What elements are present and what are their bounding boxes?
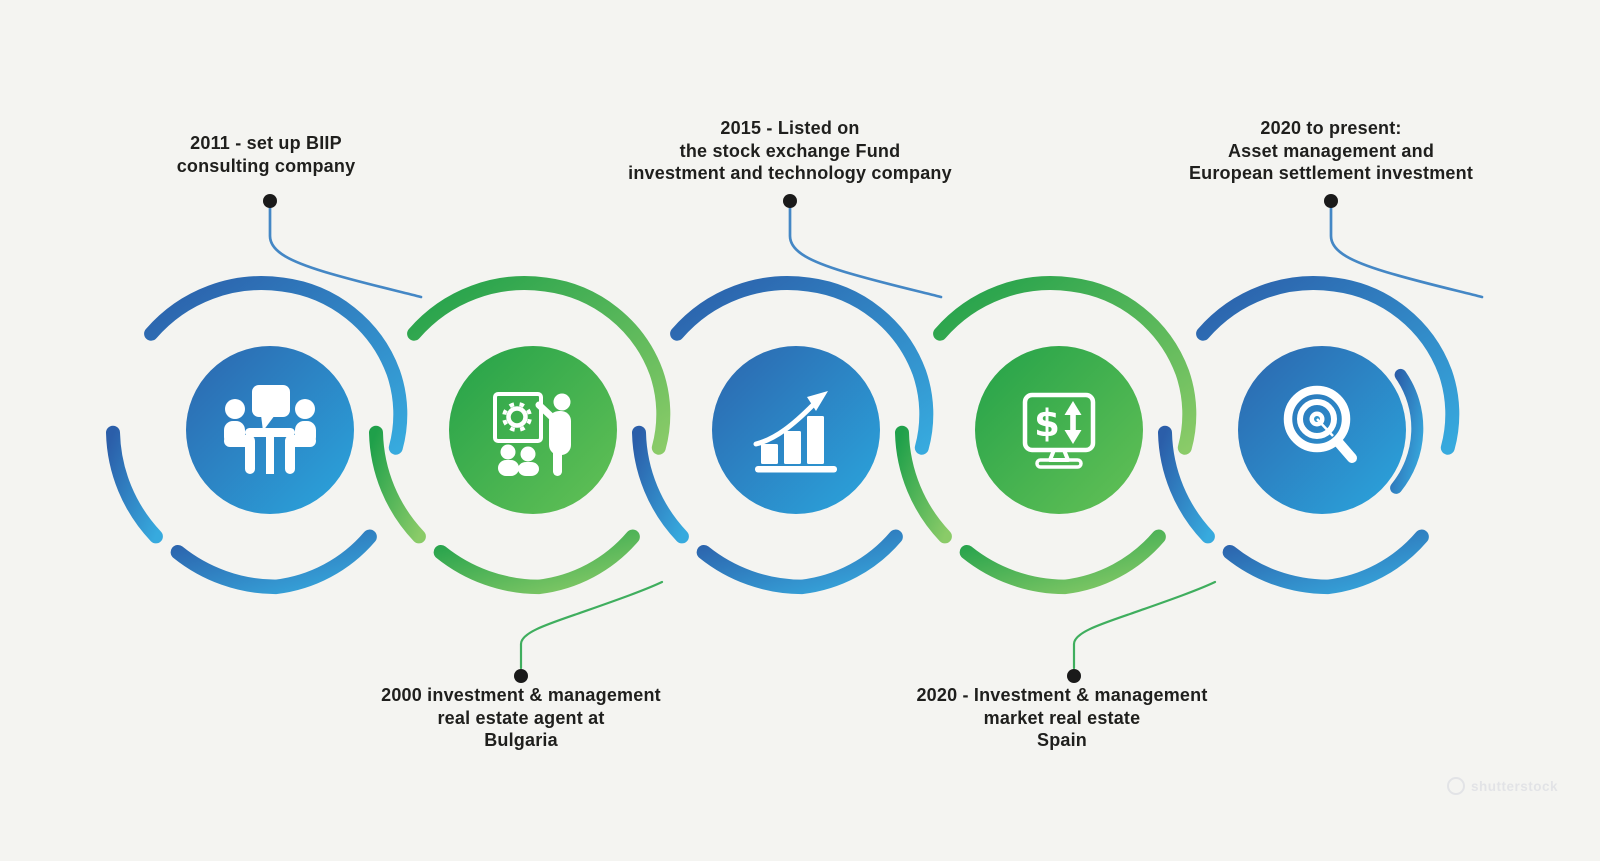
ring-arc (170, 529, 377, 595)
connector-line (268, 206, 423, 299)
connector-dot (263, 194, 277, 208)
node-label-node-2011: 2011 - set up BIIP consulting company (176, 133, 356, 176)
ring-end-bracket-arc (1390, 368, 1424, 494)
icons-layer: $ (224, 385, 1357, 476)
monitor-dollar-icon: $ (1022, 392, 1096, 469)
ring-arc (632, 425, 689, 544)
node-circle-node-2000 (449, 346, 617, 514)
trend-arrow-head (807, 391, 828, 411)
connector-dot (1067, 669, 1081, 683)
watermark-text: shutterstock (1471, 778, 1559, 794)
ring-node-2020-spain (895, 276, 1197, 595)
node-label-node-2015: 2015 - Listed on the stock exchange Fund… (628, 118, 952, 183)
ring-arc (144, 276, 408, 455)
target-mid-ring (1297, 399, 1337, 439)
speech-bubble-tail (261, 415, 275, 431)
connector-dot (514, 669, 528, 683)
ring-node-2020-present (1158, 276, 1460, 595)
speech-bubble (252, 385, 290, 417)
ring-arc (407, 276, 671, 455)
watermark-logo-icon (1447, 777, 1465, 795)
node-label-node-2000: 2000 investment & management real estate… (381, 685, 661, 750)
presentation-board (493, 392, 543, 443)
ring-arc (1196, 276, 1460, 455)
connectors-layer (263, 194, 1484, 683)
monitor-base (1035, 458, 1083, 469)
connector-dot (783, 194, 797, 208)
ring-arc (1158, 425, 1215, 544)
right-person-shin (285, 437, 295, 474)
table-leg (266, 428, 274, 474)
ring-arc (1222, 529, 1429, 595)
connector-line (519, 580, 664, 670)
trend-arrow-curve (753, 402, 816, 447)
target-magnifier-icon (1283, 385, 1357, 463)
bar-2 (784, 431, 801, 464)
target-outer-ring (1283, 385, 1351, 453)
ring-arc (369, 425, 426, 544)
node-circle-node-2020-present (1238, 346, 1406, 514)
ring-arc (433, 529, 640, 595)
audience-figures (498, 444, 539, 476)
rings-layer (106, 276, 1460, 595)
node-label-node-2020-present: 2020 to present: Asset management and Eu… (1188, 118, 1474, 183)
circles-layer (186, 346, 1406, 514)
consulting-meeting-icon (224, 385, 316, 474)
node-label-node-2020-spain: 2020 - Investment & management market re… (916, 685, 1208, 750)
chart-baseline (755, 466, 837, 473)
ring-arc (933, 276, 1197, 455)
connector-dot (1324, 194, 1338, 208)
ring-node-2015 (632, 276, 934, 595)
connector-line (1329, 206, 1484, 299)
ring-arc (959, 529, 1166, 595)
ring-arc (670, 276, 934, 455)
ring-node-2000 (369, 276, 671, 595)
updown-arrow (1064, 401, 1082, 444)
presenter-arm (535, 401, 559, 424)
node-circle-node-2015 (712, 346, 880, 514)
left-person-head (225, 399, 245, 419)
watermark: shutterstock (1447, 777, 1558, 795)
ring-node-2011 (106, 276, 408, 595)
ring-arc (696, 529, 903, 595)
magnifier-handle (1334, 438, 1357, 463)
node-circle-node-2020-spain (975, 346, 1143, 514)
ring-arc (106, 425, 163, 544)
left-person-shin (245, 437, 255, 474)
bar-1 (761, 444, 778, 464)
right-person-head (295, 399, 315, 419)
growth-chart-icon (753, 391, 837, 473)
ring-arc (895, 425, 952, 544)
magnifier-needle (1316, 418, 1334, 437)
bar-3 (807, 416, 824, 464)
gear-ring (506, 406, 528, 428)
monitor-frame (1022, 392, 1096, 453)
connector-line (788, 206, 943, 299)
connector-line (1072, 580, 1217, 670)
dollar-sign: $ (1034, 402, 1060, 445)
